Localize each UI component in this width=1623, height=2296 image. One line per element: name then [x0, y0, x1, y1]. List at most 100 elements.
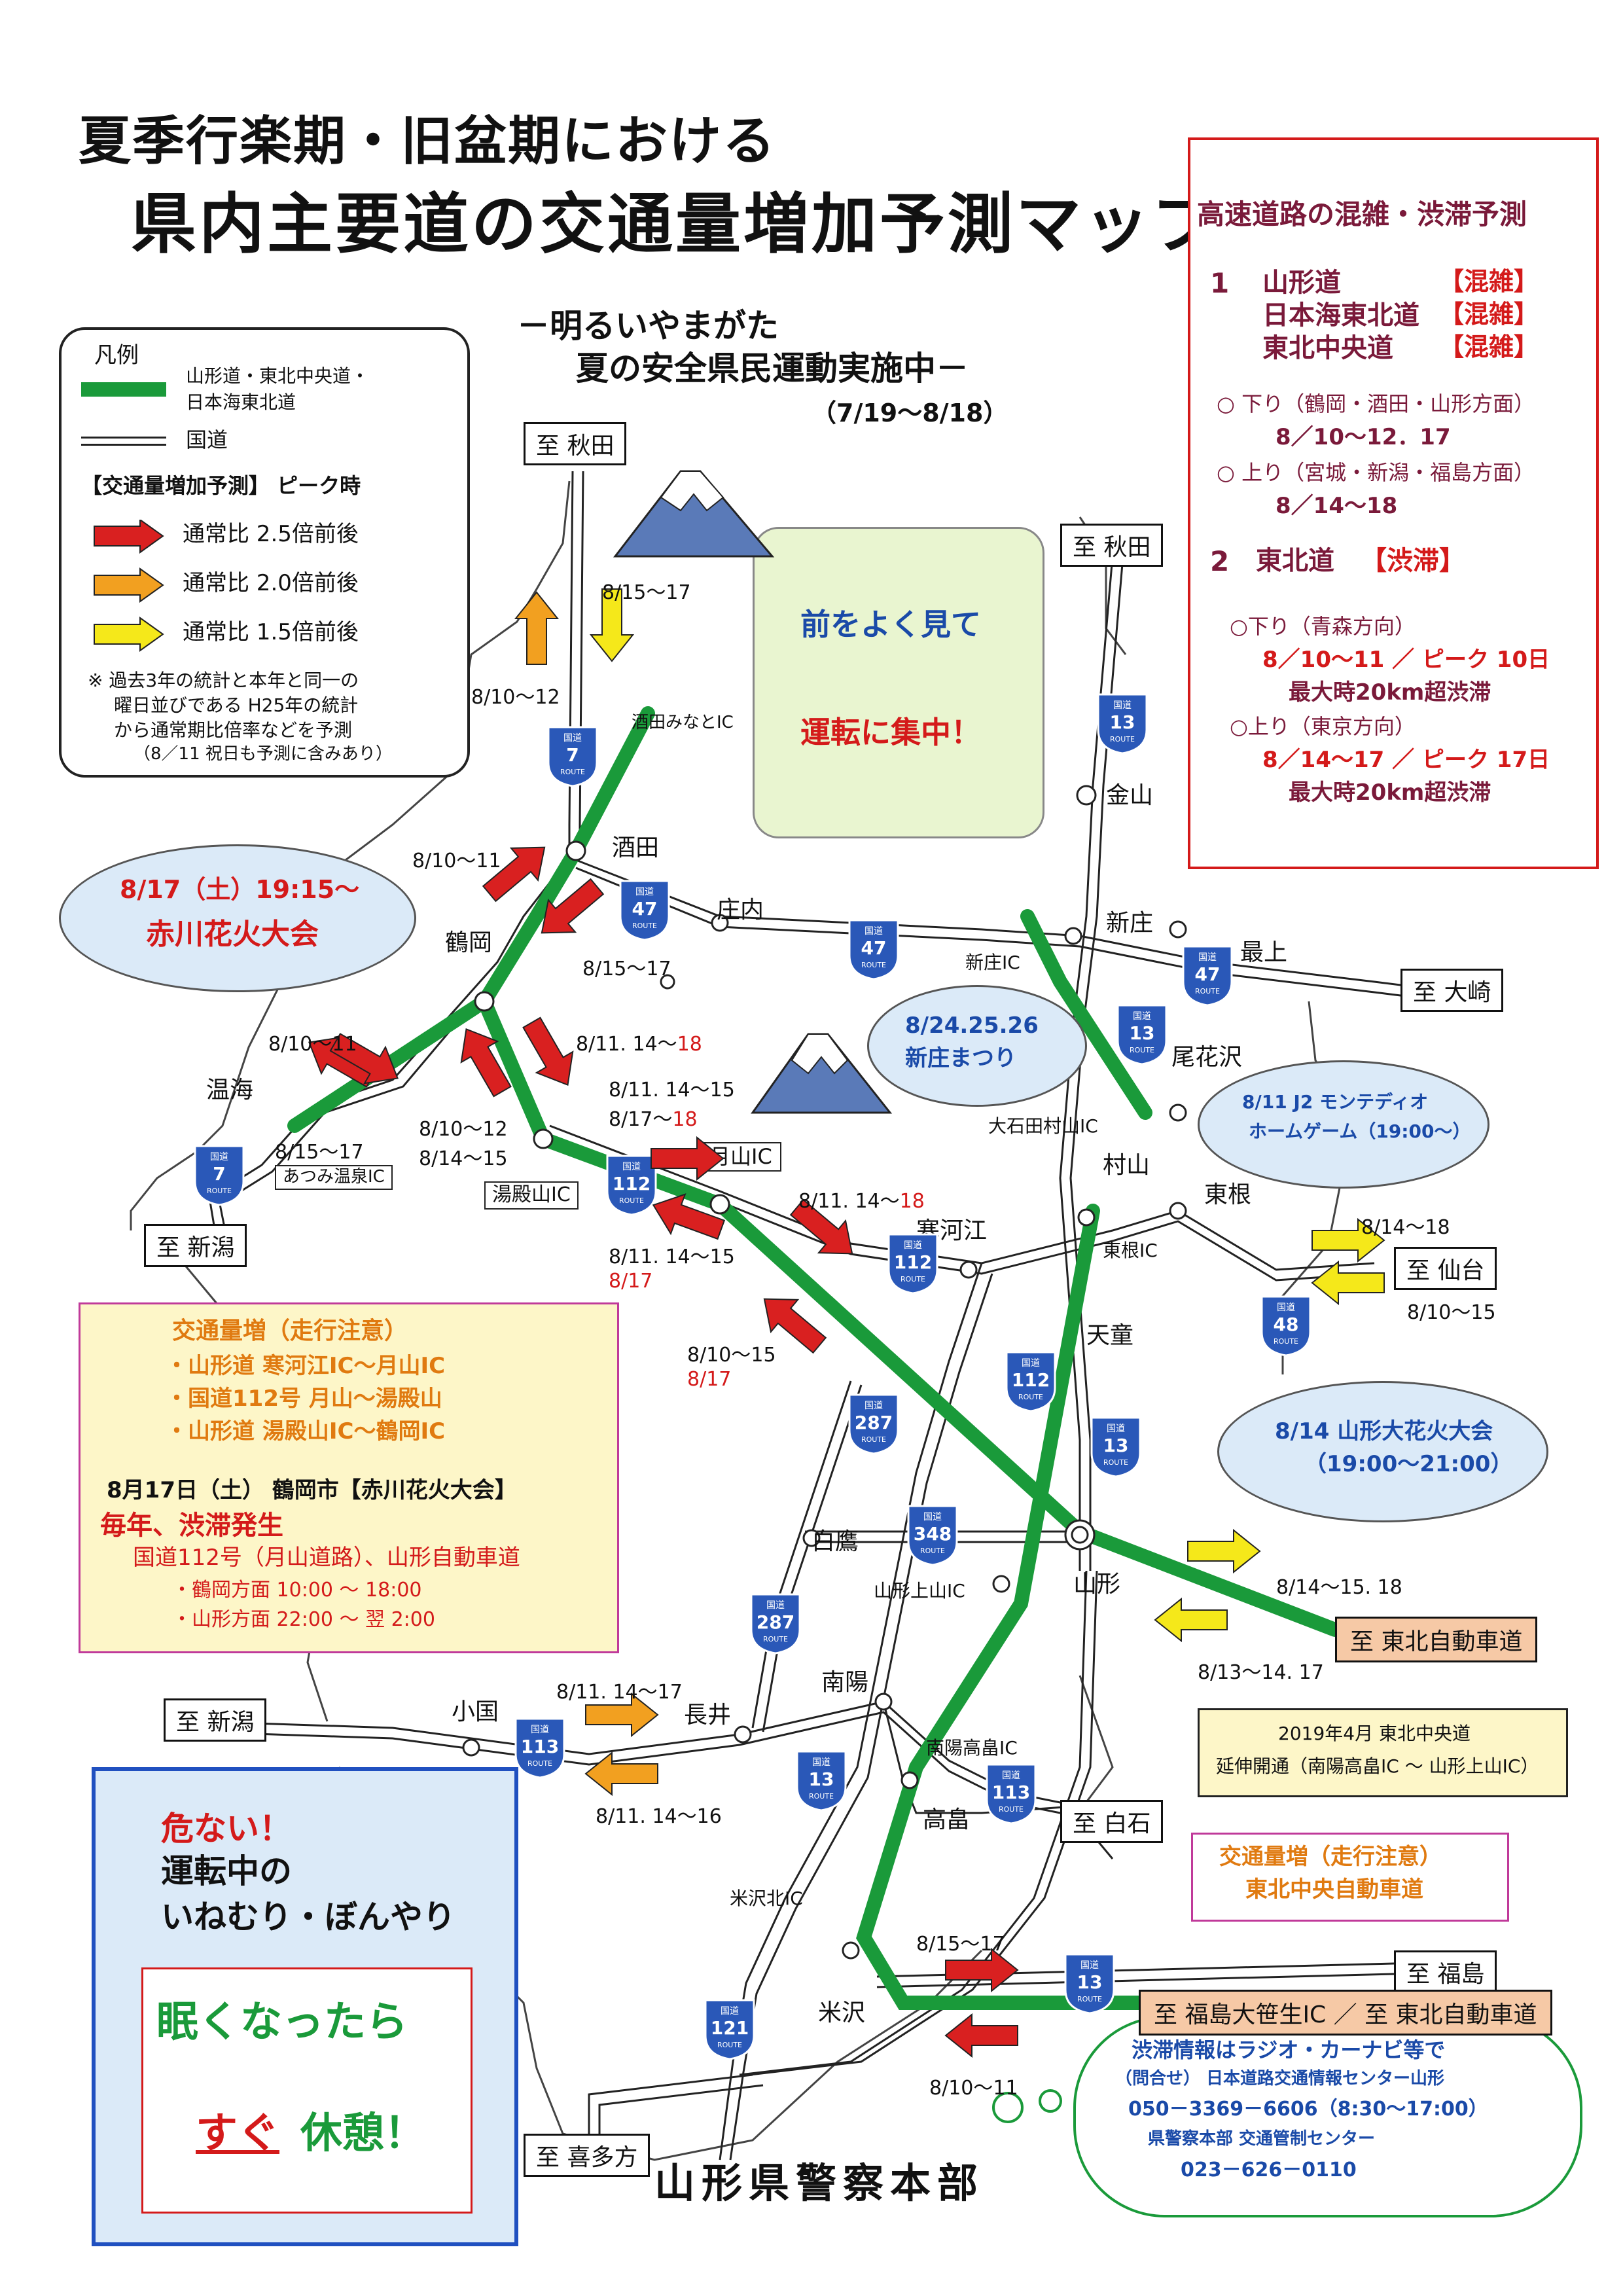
contact-line4: 県警察本部 交通管制センター [1148, 2129, 1376, 2149]
traffic-increase-box: 交通量増（走行注意） ・山形道 寒河江IC～月山IC ・国道112号 月山～湯殿… [79, 1302, 619, 1653]
legend-forecast-heading: 【交通量増加予測】 ピーク時 [81, 473, 361, 498]
place-obanazawa: 尾花沢 [1171, 1044, 1243, 1071]
akagawa-name: 赤川花火大会 [146, 918, 319, 951]
date-d10b: 18 [899, 1190, 925, 1213]
date-d11a: 8/11. 14～15 [609, 1246, 735, 1268]
date-d6a: 8/11. 14～ [576, 1033, 677, 1056]
place-sakata: 酒田 [612, 834, 660, 861]
shinjo-name: 新庄まつり [905, 1045, 1016, 1071]
montedio-callout: 8/11 J2 モンテディオ ホームゲーム（19:00～） [1198, 1060, 1489, 1189]
date-d20: 8/10～11 [929, 2077, 1018, 2100]
forecast-up2-max: 最大時20km超渋滞 [1289, 780, 1491, 806]
shinjo-date: 8/24.25.26 [905, 1013, 1039, 1039]
legend-note2: 曜日並びである H25年の統計 [114, 694, 359, 716]
legend-box: 凡例 山形道・東北中央道・ 日本海東北道 国道 【交通量増加予測】 ピーク時 通… [59, 327, 470, 778]
traffic-arrow-red-icon [522, 1016, 574, 1086]
title-line1: 夏季行楽期・旧盆期における [79, 111, 776, 171]
traffic-roads: 国道112号（月山道路）、山形自動車道 [133, 1545, 520, 1571]
legend-level-15: 通常比 1.5倍前後 [183, 619, 359, 645]
dest-akita-east: 至 秋田 [1060, 524, 1164, 567]
forecast-n2: 2 [1210, 545, 1230, 577]
legend-level-25: 通常比 2.5倍前後 [183, 521, 359, 547]
date-d1: 8/15～17 [602, 581, 691, 604]
forecast-up2-label: ○上り（東京方向） [1230, 714, 1416, 739]
slogan-period: （7/19～8/18） [812, 399, 1008, 427]
ic-yonezawa-kita: 米沢北IC [730, 1888, 803, 1909]
date-d14: 8/10～15 [1407, 1301, 1496, 1324]
place-yonezawa: 米沢 [818, 2000, 866, 2026]
ic-oishida: 大石田村山IC [988, 1115, 1098, 1137]
forecast-down2-dates: 8／10～11 ／ ピーク 10日 [1262, 647, 1550, 673]
traffic-arrow-orange-icon [514, 591, 560, 665]
traffic-arrow-red-icon [945, 1947, 1019, 1993]
date-d17: 8/11. 14～17 [556, 1681, 683, 1704]
date-d9: 8/17～18 [609, 1103, 698, 1132]
place-kaneyama: 金山 [1106, 782, 1154, 809]
forecast-jam: 【渋滞】 [1361, 546, 1465, 576]
tohoku-chuo-note: 交通量増（走行注意） 東北中央自動車道 [1191, 1833, 1509, 1922]
place-nanyo: 南陽 [821, 1669, 869, 1696]
traffic-item2: ・国道112号 月山～湯殿山 [166, 1386, 442, 1412]
ic-yudonosan: 湯殿山IC [484, 1181, 579, 1210]
extension-note: 2019年4月 東北中央道 延伸開通（南陽高畠IC ～ 山形上山IC） [1198, 1708, 1568, 1797]
date-d9a: 8/11. 14～15 [609, 1079, 735, 1102]
yamagata-fw-line2: （19:00～21:00） [1304, 1451, 1513, 1477]
date-d10a: 8/11. 14～ [798, 1190, 900, 1213]
mountain-icon [613, 470, 775, 558]
place-yamagata: 山形 [1073, 1571, 1121, 1598]
traffic-time1: ・鶴岡方面 10:00 ～ 18:00 [172, 1579, 422, 1602]
extension-line2: 延伸開通（南陽高畠IC ～ 山形上山IC） [1216, 1755, 1539, 1777]
traffic-arrow-red-icon [789, 1198, 853, 1255]
traffic-arrow-yellow-icon [1154, 1597, 1228, 1643]
forecast-down2-max: 最大時20km超渋滞 [1289, 679, 1491, 706]
date-d6b: 18 [677, 1033, 702, 1056]
traffic-arrow-red-icon [460, 1028, 512, 1098]
forecast-down2-label: ○下り（青森方向） [1230, 614, 1416, 639]
expressway-swatch [81, 382, 166, 397]
caution-line2: 運転に集中！ [800, 715, 981, 750]
dest-niigata1: 至 新潟 [144, 1224, 247, 1267]
sleep-inner-box: 眠くなったら すぐ 休憩！ [141, 1967, 473, 2214]
date-d9c: 18 [672, 1108, 698, 1131]
title-line2: 県内主要道の交通量増加予測マップ [131, 186, 1220, 262]
traffic-arrow-yellow-icon [589, 588, 635, 662]
forecast-n1: 1 [1210, 267, 1230, 299]
dest-niigata2: 至 新潟 [164, 1698, 267, 1742]
legend-expressway2: 日本海東北道 [186, 391, 296, 413]
date-d11b: 8/17 [609, 1270, 653, 1293]
date-d18: 8/11. 14～16 [596, 1805, 722, 1828]
sleep-line4: 眠くなったら [156, 1998, 408, 2047]
date-d15: 8/14～15. 18 [1276, 1576, 1402, 1599]
place-shinjo: 新庄 [1106, 910, 1154, 937]
ic-atsumi: あつみ温泉IC [275, 1165, 393, 1190]
dest-osaki: 至 大崎 [1400, 969, 1504, 1012]
traffic-arrow-orange-icon [584, 1751, 658, 1797]
date-d8b: 8/14～15 [419, 1147, 508, 1170]
ic-kaminoyama: 山形上山IC [874, 1580, 965, 1602]
orange-arrow-icon [94, 567, 164, 603]
dest-tohoku-exp: 至 東北自動車道 [1335, 1617, 1538, 1662]
date-d5: 8/10～11 [268, 1033, 357, 1056]
contact-line1: 渋滞情報はラジオ・カーナビ等で [1132, 2037, 1446, 2062]
traffic-arrow-red-icon [944, 2013, 1018, 2058]
date-d13: 8/14～18 [1361, 1216, 1450, 1239]
dest-sendai: 至 仙台 [1394, 1247, 1497, 1290]
place-murayama: 村山 [1103, 1152, 1150, 1179]
legend-arrows [94, 520, 164, 652]
forecast-congest2: 【混雑】 [1439, 300, 1539, 329]
sleep-kyukei: 休憩！ [300, 2109, 426, 2158]
traffic-arrow-red-icon [482, 846, 546, 903]
forecast-up2-dates: 8／14～17 ／ ピーク 17日 [1262, 747, 1550, 773]
